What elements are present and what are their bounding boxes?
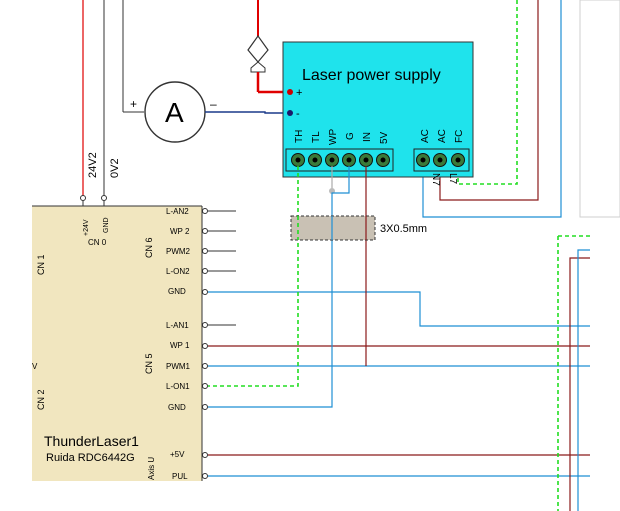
connector-cn6: CN 6 [144, 237, 154, 258]
axis-u-pins: +5V PUL [170, 450, 208, 481]
pin-th: TH [294, 130, 305, 143]
pin-in: IN [362, 132, 373, 142]
supply-minus-label: - [296, 108, 300, 120]
supply-pin-labels: TH TL WP G IN 5V AC AC FC [294, 129, 465, 145]
board-name: ThunderLaser1 [44, 433, 139, 449]
label-partial-v: V [32, 362, 38, 371]
terminal-wp2 [202, 228, 208, 234]
label-24v2: 24V2 [87, 152, 99, 178]
supply-plus-label: + [296, 87, 302, 99]
wire-gnd-cn6-blue [208, 291, 590, 327]
connector-cn0: CN 0 [88, 238, 107, 247]
cn6-pins: L-AN2 WP 2 PWM2 L-ON2 GND [166, 207, 236, 296]
terminal-gnd-cn5 [202, 404, 208, 410]
label-n7: N7 [430, 173, 441, 186]
pin-label-l-on2: L-ON2 [166, 267, 190, 276]
pin-5v: 5V [379, 131, 390, 144]
terminal-plus [287, 89, 293, 95]
pin-label-5v: +5V [170, 450, 185, 459]
pin-label-wp1: WP 1 [170, 341, 190, 350]
terminal-l-an1 [202, 322, 208, 328]
pin-label-gnd-cn0: GND [103, 217, 110, 233]
terminal-gnd-cn6 [202, 289, 208, 295]
pin-label-gnd-cn6: GND [168, 287, 186, 296]
connector-cn2: CN 2 [36, 389, 46, 410]
connector-cn1: CN 1 [36, 254, 46, 275]
adjacent-panel-outline [579, 0, 620, 218]
cable-spec-label: 3X0.5mm [380, 223, 427, 235]
terminal-0v [101, 195, 107, 201]
ammeter-minus-label: – [210, 97, 217, 111]
wire-n7-blue [422, 0, 562, 218]
cn5-pins: L-AN1 WP 1 PWM1 L-ON1 GND [166, 321, 236, 412]
wire-th-to-l-on1 [208, 166, 299, 387]
wire-l7-darkred [439, 0, 539, 201]
connector-axis-u: Axis U [147, 457, 156, 480]
terminal-l-on1 [202, 383, 208, 389]
terminal-24v [80, 195, 86, 201]
terminal-5v [202, 452, 208, 458]
pin-label-pul: PUL [172, 472, 188, 481]
label-l7: L7 [447, 173, 458, 185]
pin-fc: FC [454, 130, 465, 143]
ammeter-plus-label: + [130, 97, 137, 111]
pin-ac2: AC [437, 129, 448, 143]
wire-right-blue [577, 249, 590, 511]
pin-label-l-an2: L-AN2 [166, 207, 189, 216]
terminal-pul [202, 473, 208, 479]
terminal-pwm1 [202, 363, 208, 369]
terminal-l-an2 [202, 208, 208, 214]
pin-label-l-on1: L-ON1 [166, 382, 190, 391]
wire-ammeter-to-minus [205, 111, 290, 114]
hv-connector-icon [247, 34, 269, 63]
cable-bundle [290, 215, 376, 241]
ac-terminals [416, 153, 465, 167]
label-0v2: 0V2 [109, 158, 121, 178]
pin-g: G [345, 132, 356, 140]
pin-tl: TL [311, 131, 322, 143]
connector-cn5: CN 5 [144, 353, 154, 374]
pin-label-24v: +24V [83, 219, 90, 236]
wire-g-to-gnd [208, 166, 350, 408]
terminal-minus [287, 110, 293, 116]
board-model: Ruida RDC6442G [46, 452, 135, 464]
terminal-l-on2 [202, 268, 208, 274]
pin-label-pwm2: PWM2 [166, 247, 191, 256]
supply-title: Laser power supply [302, 67, 441, 84]
wire-right-darkred [569, 257, 590, 511]
terminal-wp1 [202, 343, 208, 349]
pin-wp: WP [328, 129, 339, 145]
controller-board [32, 206, 202, 481]
pin-label-wp2: WP 2 [170, 227, 190, 236]
pin-label-l-an1: L-AN1 [166, 321, 189, 330]
pin-ac1: AC [420, 129, 431, 143]
ammeter-letter: A [165, 97, 184, 128]
hv-connector-base [250, 61, 266, 73]
pin-label-gnd-cn5: GND [168, 403, 186, 412]
pin-label-pwm1: PWM1 [166, 362, 191, 371]
terminal-pwm2 [202, 248, 208, 254]
